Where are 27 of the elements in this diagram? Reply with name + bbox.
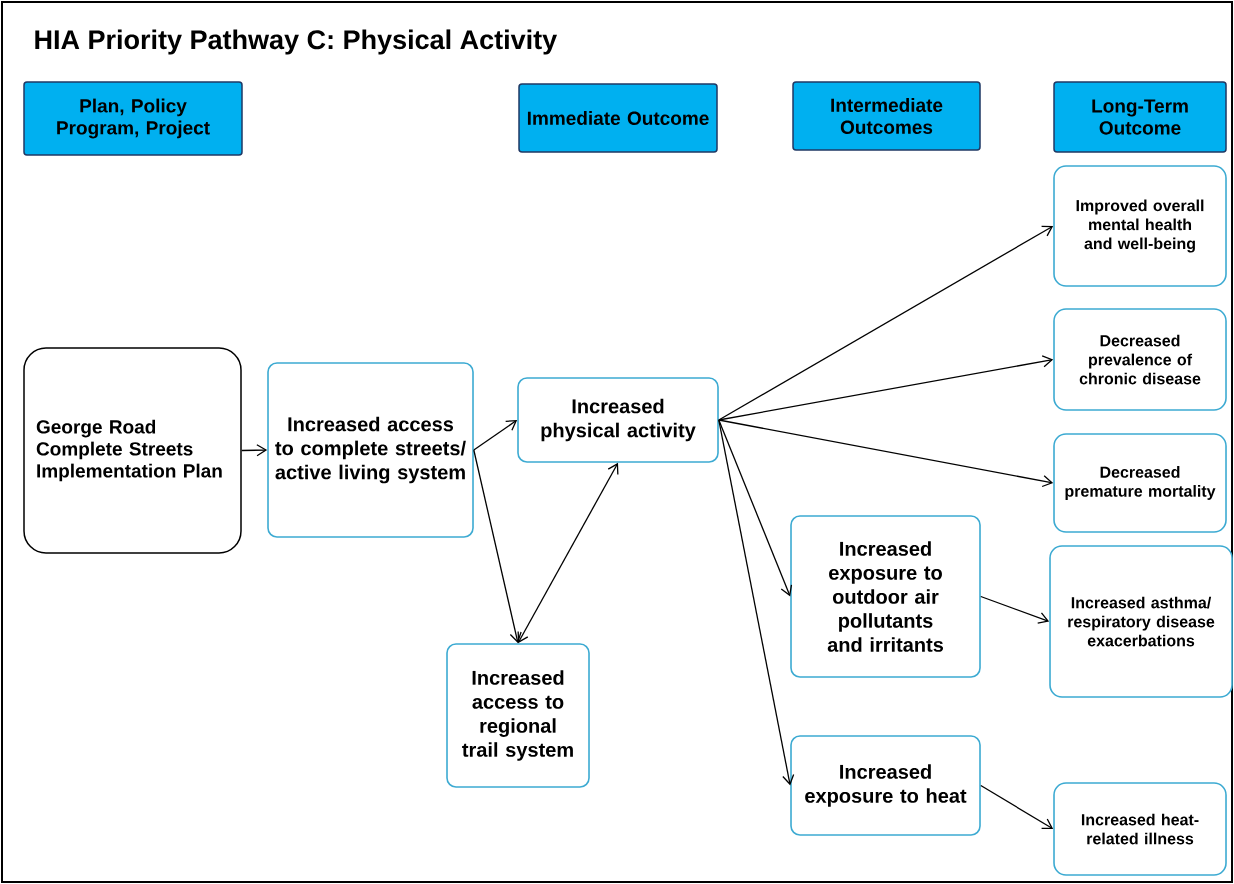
outcome-box: Increased access to complete streets/ active living system bbox=[267, 362, 474, 538]
outcome-box: Increased asthma/ respiratory disease exacerbations bbox=[1049, 545, 1233, 698]
arrow bbox=[718, 419, 1054, 488]
column-header: Intermediate Outcomes bbox=[792, 81, 981, 151]
column-header: Long-Term Outcome bbox=[1053, 81, 1227, 153]
arrow bbox=[718, 419, 793, 597]
outcome-box: Decreased premature mortality bbox=[1053, 433, 1227, 533]
plan-box: George Road Complete Streets Implementation Plan bbox=[23, 347, 242, 554]
arrow bbox=[241, 444, 268, 457]
arrow bbox=[517, 462, 619, 644]
title: HIA Priority Pathway C: Physical Activity bbox=[35, 29, 558, 55]
column-header: Plan, Policy Program, Project bbox=[23, 81, 243, 156]
outcome-box: Increased exposure to heat bbox=[790, 735, 981, 836]
outcome-box: Increased heat-related illness bbox=[1053, 782, 1227, 876]
outcome-box: Increased exposure to outdoor air pollutants and irritants bbox=[790, 515, 981, 678]
arrow bbox=[718, 419, 795, 786]
arrow bbox=[718, 355, 1054, 421]
outcome-box: Increased access to regional trail system bbox=[446, 643, 590, 788]
outcome-box: Decreased prevalence of chronic disease bbox=[1053, 308, 1227, 411]
arrow bbox=[980, 784, 1054, 830]
arrow bbox=[473, 420, 518, 451]
arrow bbox=[473, 449, 522, 644]
arrow bbox=[718, 225, 1054, 421]
outcome-box: Improved overall mental health and well-being bbox=[1053, 165, 1227, 287]
outcome-box: Increased physical activity bbox=[517, 377, 719, 463]
column-header: Immediate Outcome bbox=[518, 83, 718, 153]
arrow bbox=[980, 595, 1050, 624]
